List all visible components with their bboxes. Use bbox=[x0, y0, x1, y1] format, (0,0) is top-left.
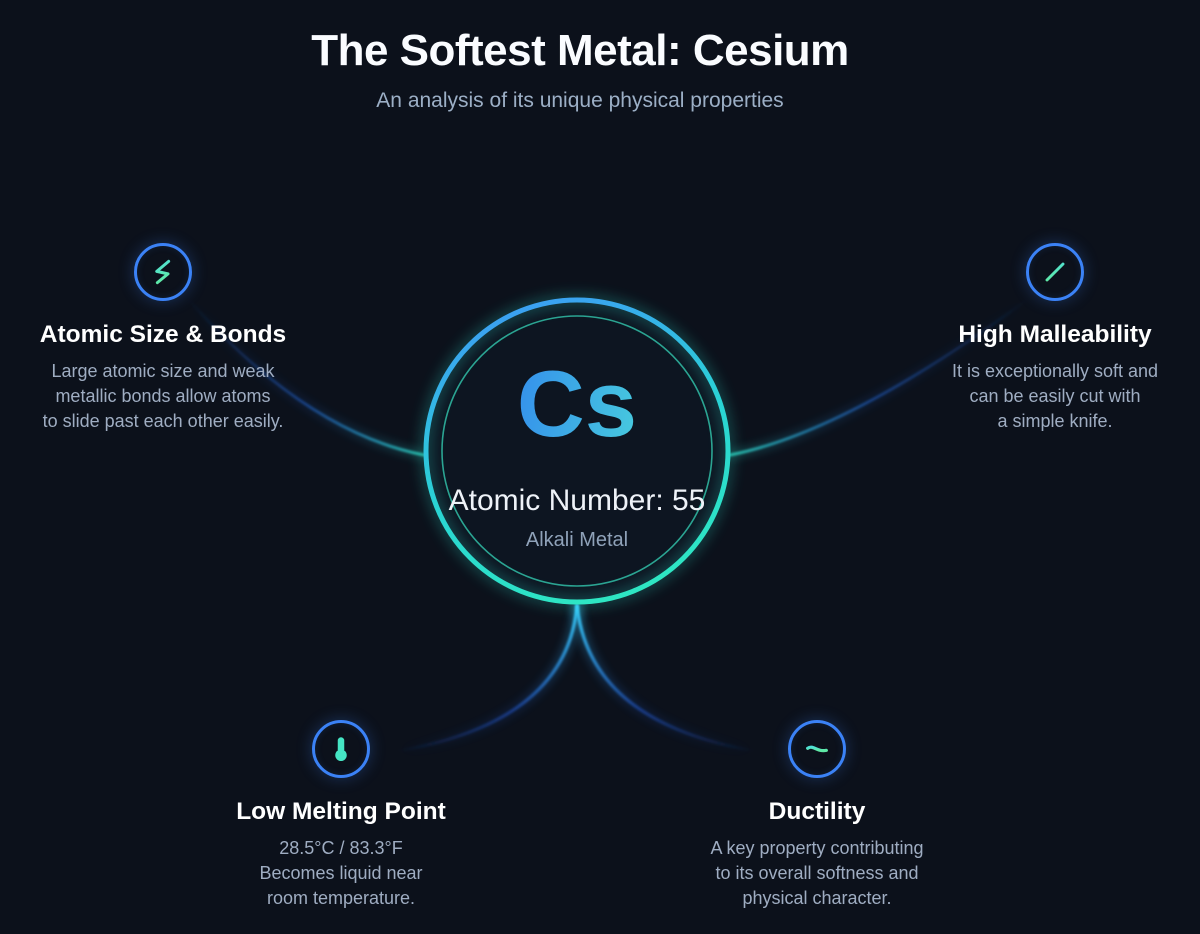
callout-title: Ductility bbox=[768, 798, 866, 825]
bond-zigzag-icon bbox=[155, 259, 171, 285]
malleability-icon-ring bbox=[1026, 243, 1084, 301]
wave-icon bbox=[806, 745, 828, 753]
callout-atomic-size-bonds: Atomic Size & Bonds Large atomic size an… bbox=[0, 243, 333, 434]
element-category-label: Alkali Metal bbox=[525, 529, 629, 551]
callout-low-melting-point: Low Melting Point 28.5°C / 83.3°F Become… bbox=[171, 720, 511, 911]
atomic-number-label: Atomic Number: 55 bbox=[448, 484, 706, 517]
callout-high-malleability: High Malleability It is exceptionally so… bbox=[885, 243, 1200, 434]
melting-point-value: 28.5°C / 83.3°F bbox=[279, 838, 403, 858]
callout-title: Atomic Size & Bonds bbox=[39, 321, 287, 348]
callout-body: A key property contributing to its overa… bbox=[710, 838, 924, 908]
atomic-size-icon-ring bbox=[134, 243, 192, 301]
header: The Softest Metal: Cesium An analysis of… bbox=[0, 0, 1160, 113]
element-symbol: Cs bbox=[407, 357, 747, 451]
page-title: The Softest Metal: Cesium bbox=[311, 26, 849, 75]
melting-icon-ring bbox=[312, 720, 370, 778]
callout-body: 28.5°C / 83.3°F Becomes liquid near room… bbox=[171, 836, 511, 911]
ductility-icon-ring bbox=[788, 720, 846, 778]
callout-ductility: Ductility A key property contributing to… bbox=[647, 720, 987, 911]
element-hub-circle bbox=[421, 295, 733, 607]
asterisk-icon bbox=[1042, 259, 1068, 285]
callout-body: It is exceptionally soft and can be easi… bbox=[951, 361, 1159, 431]
callout-title: Low Melting Point bbox=[236, 798, 446, 825]
thermometer-icon bbox=[335, 737, 347, 761]
callout-body: Large atomic size and weak metallic bond… bbox=[42, 361, 284, 431]
page-subtitle: An analysis of its unique physical prope… bbox=[376, 89, 784, 112]
callout-title: High Malleability bbox=[958, 321, 1152, 348]
